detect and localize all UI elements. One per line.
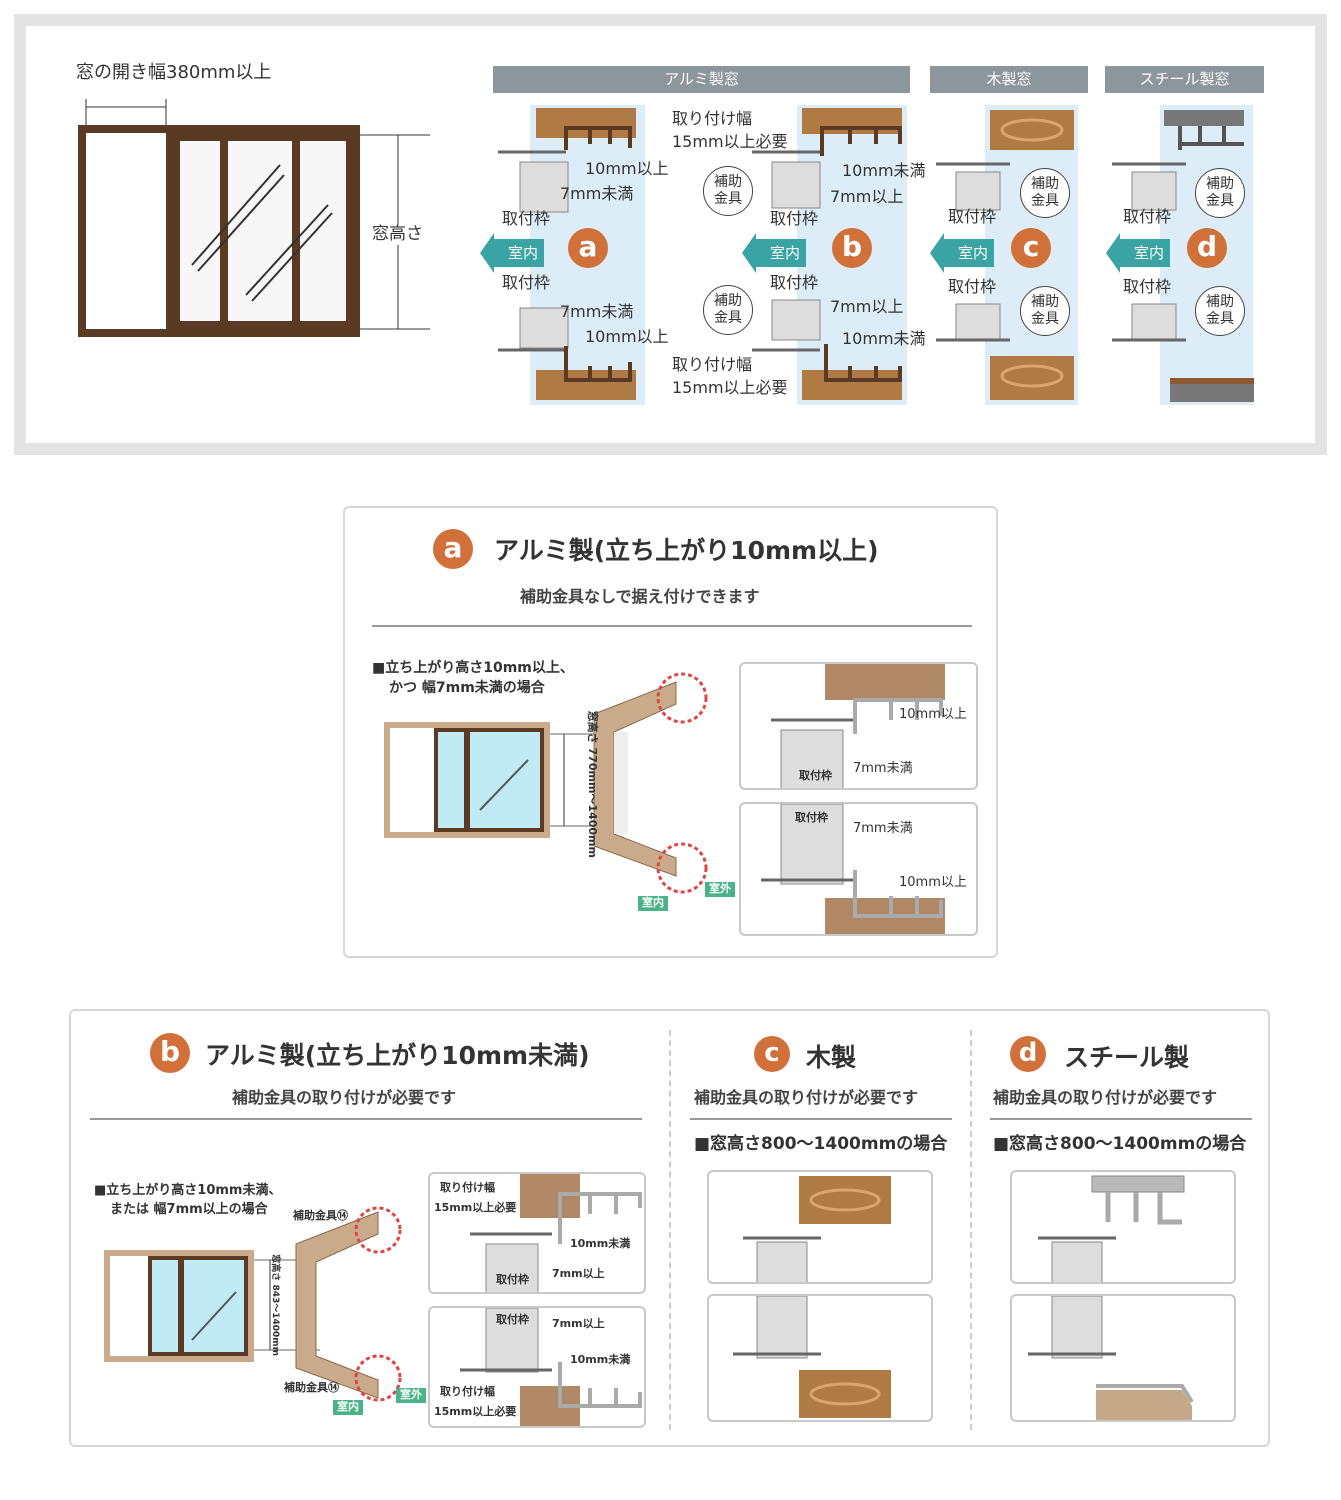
header-aluminum: アルミ製窓 bbox=[493, 66, 910, 93]
indoor-arrow-a: 室内 bbox=[479, 233, 545, 273]
card-b-condition-1: ■立ち上がり高さ10mm未満、 bbox=[94, 1183, 282, 1198]
b-bottom-width: 7mm以上 bbox=[830, 297, 904, 316]
aux-bracket-b-top: 補助金具 bbox=[703, 166, 753, 216]
card-c-divider bbox=[690, 1118, 952, 1120]
indoor-arrow-d: 室内 bbox=[1105, 233, 1171, 273]
window-front-diagram bbox=[78, 99, 430, 337]
c-frame-bottom: 取付枠 bbox=[948, 277, 997, 296]
b-frame-top: 取付枠 bbox=[770, 209, 819, 228]
card-a-lower-detail: 取付枠 7mm未満 10mm以上 bbox=[739, 802, 978, 936]
aux-bracket-c-top: 補助金具 bbox=[1020, 168, 1070, 218]
card-b-upper-detail: 取り付け幅 15mm以上必要 10mm未満 取付枠 7mm以上 bbox=[428, 1172, 646, 1294]
card-a-condition-2: かつ 幅7mm未満の場合 bbox=[389, 680, 545, 696]
card-a-upper-height: 10mm以上 bbox=[899, 707, 967, 722]
aux-bracket-d-top: 補助金具 bbox=[1195, 168, 1245, 218]
divider-cd bbox=[970, 1030, 972, 1430]
card-a-indoor: 室内 bbox=[638, 896, 668, 911]
c-frame-top: 取付枠 bbox=[948, 207, 997, 226]
b-width-top-1: 取り付け幅 bbox=[672, 109, 753, 128]
a-frame-top: 取付枠 bbox=[502, 209, 551, 228]
card-a-outdoor: 室外 bbox=[705, 882, 735, 897]
card-b-bracket-bottom: 補助金具⑭ bbox=[284, 1381, 339, 1394]
card-b-badge: b bbox=[150, 1033, 190, 1073]
card-a-lower-frame: 取付枠 bbox=[795, 811, 828, 824]
detail-profiles bbox=[498, 108, 1254, 402]
b-width-bottom-2: 15mm以上必要 bbox=[672, 378, 788, 397]
badge-d: d bbox=[1187, 228, 1227, 268]
card-a-lower-height: 10mm以上 bbox=[899, 875, 967, 890]
a-bottom-height: 10mm以上 bbox=[585, 327, 669, 346]
card-b-bracket-top: 補助金具⑭ bbox=[293, 1209, 348, 1222]
card-a-condition-1: ■立ち上がり高さ10mm以上、 bbox=[372, 660, 574, 676]
card-c-upper-detail bbox=[707, 1170, 933, 1284]
card-b-window-illustration bbox=[104, 1206, 402, 1402]
card-b-upper-height: 10mm未満 bbox=[570, 1237, 631, 1250]
card-d-condition: ■窓高さ800～1400mmの場合 bbox=[993, 1134, 1247, 1154]
badge-a: a bbox=[568, 228, 608, 268]
b-frame-bottom: 取付枠 bbox=[770, 273, 819, 292]
card-b-condition-2: または 幅7mm以上の場合 bbox=[110, 1202, 268, 1217]
card-a-upper-frame: 取付枠 bbox=[799, 769, 832, 782]
card-c-subtitle: 補助金具の取り付けが必要です bbox=[694, 1088, 919, 1107]
b-top-width: 7mm以上 bbox=[830, 187, 904, 206]
a-top-height: 10mm以上 bbox=[585, 159, 669, 178]
b-width-bottom-1: 取り付け幅 bbox=[672, 355, 753, 374]
card-d-title: スチール製 bbox=[1064, 1043, 1190, 1072]
card-b-upper-w: 7mm以上 bbox=[552, 1267, 605, 1280]
card-a-window-illustration bbox=[384, 672, 708, 894]
badge-b: b bbox=[832, 228, 872, 268]
b-width-top-2: 15mm以上必要 bbox=[672, 132, 788, 151]
aux-bracket-b-bottom: 補助金具 bbox=[703, 285, 753, 335]
card-d-subtitle: 補助金具の取り付けが必要です bbox=[993, 1088, 1218, 1107]
card-b-divider bbox=[90, 1118, 642, 1120]
card-b-lower-frame: 取付枠 bbox=[496, 1313, 529, 1326]
card-a-title: アルミ製(立ち上がり10mm以上) bbox=[494, 536, 879, 565]
aux-bracket-d-bottom: 補助金具 bbox=[1195, 286, 1245, 336]
d-frame-bottom: 取付枠 bbox=[1123, 277, 1172, 296]
header-steel: スチール製窓 bbox=[1105, 66, 1264, 93]
b-top-height: 10mm未満 bbox=[842, 161, 926, 180]
card-a-upper-detail: 10mm以上 取付枠 7mm未満 bbox=[739, 662, 978, 790]
card-d-lower-detail bbox=[1010, 1294, 1236, 1422]
card-c-lower-detail bbox=[707, 1294, 933, 1422]
card-a-height-range: 窓高さ 770mm～1400mm bbox=[585, 710, 599, 858]
card-b-lower-width-2: 15mm以上必要 bbox=[434, 1405, 517, 1418]
card-b-lower-detail: 取付枠 7mm以上 10mm未満 取り付け幅 15mm以上必要 bbox=[428, 1306, 646, 1428]
card-b-height-range: 窓高さ 843～1400mm bbox=[270, 1254, 281, 1357]
card-d-badge: d bbox=[1010, 1036, 1046, 1072]
card-c-condition: ■窓高さ800～1400mmの場合 bbox=[694, 1134, 948, 1154]
card-d-divider bbox=[990, 1118, 1252, 1120]
card-c-badge: c bbox=[754, 1036, 790, 1072]
a-frame-bottom: 取付枠 bbox=[502, 273, 551, 292]
window-height-label: 窓高さ bbox=[372, 224, 423, 245]
divider-bc bbox=[669, 1030, 671, 1430]
card-b-title: アルミ製(立ち上がり10mm未満) bbox=[205, 1041, 590, 1070]
opening-width-label: 窓の開き幅380mm以上 bbox=[76, 62, 272, 83]
a-bottom-width: 7mm未満 bbox=[560, 302, 634, 321]
card-a-subtitle: 補助金具なしで据え付けできます bbox=[520, 587, 760, 606]
card-b-indoor: 室内 bbox=[333, 1400, 363, 1415]
d-frame-top: 取付枠 bbox=[1123, 207, 1172, 226]
card-b-lower-w: 7mm以上 bbox=[552, 1317, 605, 1330]
card-a-divider bbox=[372, 625, 972, 627]
card-d-upper-detail bbox=[1010, 1170, 1236, 1284]
indoor-arrow-b: 室内 bbox=[741, 233, 807, 273]
b-bottom-height: 10mm未満 bbox=[842, 329, 926, 348]
card-b-upper-width-2: 15mm以上必要 bbox=[434, 1201, 517, 1214]
header-wood: 木製窓 bbox=[930, 66, 1088, 93]
card-b-lower-width-1: 取り付け幅 bbox=[440, 1385, 495, 1398]
card-a-lower-width: 7mm未満 bbox=[853, 821, 913, 836]
card-b-upper-frame: 取付枠 bbox=[496, 1273, 529, 1286]
a-top-width: 7mm未満 bbox=[560, 184, 634, 203]
card-a-upper-width: 7mm未満 bbox=[853, 761, 913, 776]
card-b-lower-height: 10mm未満 bbox=[570, 1353, 631, 1366]
card-a-badge: a bbox=[433, 529, 473, 569]
badge-c: c bbox=[1011, 228, 1051, 268]
card-c-title: 木製 bbox=[806, 1043, 857, 1072]
card-b-subtitle: 補助金具の取り付けが必要です bbox=[232, 1088, 457, 1107]
card-b-outdoor: 室外 bbox=[396, 1388, 426, 1403]
aux-bracket-c-bottom: 補助金具 bbox=[1020, 286, 1070, 336]
card-b-upper-width-1: 取り付け幅 bbox=[440, 1181, 495, 1194]
indoor-arrow-c: 室内 bbox=[929, 233, 995, 273]
